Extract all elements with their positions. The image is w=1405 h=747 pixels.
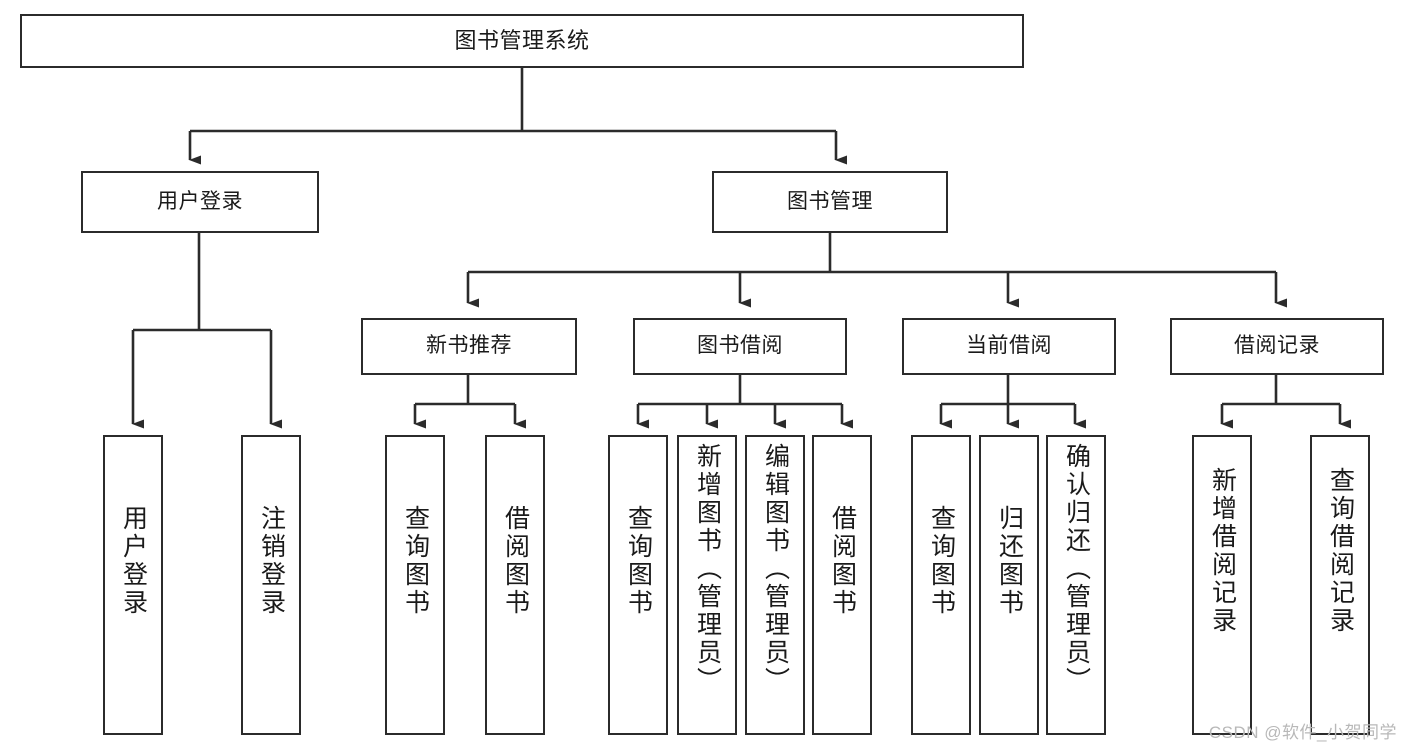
leaf-edit-book-admin[interactable]: 编辑图书（管理员）	[745, 435, 805, 735]
node-current-borrow[interactable]: 当前借阅	[902, 318, 1116, 375]
node-root-book-management-system[interactable]: 图书管理系统	[20, 14, 1024, 68]
watermark-text: CSDN @软件_小贺同学	[1208, 723, 1397, 742]
node-label: 查询图书	[401, 505, 430, 617]
node-label: 图书管理系统	[454, 28, 590, 54]
leaf-query-book-1[interactable]: 查询图书	[385, 435, 445, 735]
node-label: 查询图书	[624, 505, 653, 617]
node-label: 用户登录	[157, 189, 243, 213]
node-label: 查询图书	[927, 505, 956, 617]
node-label: 归还图书	[995, 505, 1024, 617]
node-label: 编辑图书（管理员）	[761, 443, 790, 695]
node-label: 借阅图书	[828, 505, 857, 617]
leaf-add-book-admin[interactable]: 新增图书（管理员）	[677, 435, 737, 735]
leaf-logout-login[interactable]: 注销登录	[241, 435, 301, 735]
leaf-confirm-return-admin[interactable]: 确认归还（管理员）	[1046, 435, 1106, 735]
node-label: 注销登录	[257, 505, 286, 617]
leaf-borrow-book-1[interactable]: 借阅图书	[485, 435, 545, 735]
node-label: 查询借阅记录	[1326, 467, 1355, 635]
leaf-user-login[interactable]: 用户登录	[103, 435, 163, 735]
node-label: 当前借阅	[966, 334, 1052, 358]
node-label: 借阅记录	[1234, 334, 1320, 358]
node-book-management[interactable]: 图书管理	[712, 171, 948, 233]
node-label: 图书借阅	[697, 334, 783, 358]
node-label: 用户登录	[119, 505, 148, 617]
leaf-query-book-3[interactable]: 查询图书	[911, 435, 971, 735]
node-label: 新增借阅记录	[1208, 467, 1237, 635]
node-label: 借阅图书	[501, 505, 530, 617]
node-user-login[interactable]: 用户登录	[81, 171, 319, 233]
node-label: 新增图书（管理员）	[693, 443, 722, 695]
node-new-book-recommend[interactable]: 新书推荐	[361, 318, 577, 375]
node-label: 图书管理	[787, 189, 873, 213]
leaf-query-borrow-record[interactable]: 查询借阅记录	[1310, 435, 1370, 735]
leaf-query-book-2[interactable]: 查询图书	[608, 435, 668, 735]
node-borrow-record[interactable]: 借阅记录	[1170, 318, 1384, 375]
leaf-add-borrow-record[interactable]: 新增借阅记录	[1192, 435, 1252, 735]
node-label: 新书推荐	[426, 334, 512, 358]
leaf-borrow-book-2[interactable]: 借阅图书	[812, 435, 872, 735]
node-book-borrow[interactable]: 图书借阅	[633, 318, 847, 375]
leaf-return-book[interactable]: 归还图书	[979, 435, 1039, 735]
node-label: 确认归还（管理员）	[1062, 443, 1091, 695]
